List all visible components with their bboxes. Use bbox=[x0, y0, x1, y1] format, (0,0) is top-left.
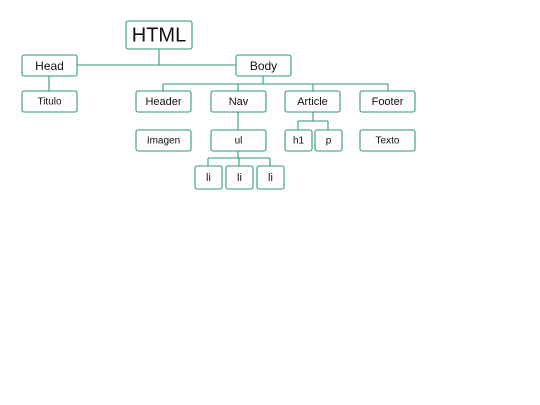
node-box bbox=[125, 20, 193, 50]
node-label: h1 bbox=[293, 136, 305, 147]
node-header: Header bbox=[135, 90, 192, 113]
node-box bbox=[135, 90, 192, 113]
node-label: Article bbox=[297, 96, 328, 108]
node-box bbox=[21, 90, 78, 113]
node-li2: li bbox=[225, 165, 254, 190]
node-box bbox=[284, 129, 313, 152]
node-texto: Texto bbox=[359, 129, 416, 152]
node-box bbox=[359, 90, 416, 113]
node-label: Body bbox=[250, 59, 277, 73]
node-box bbox=[135, 129, 192, 152]
node-label: Imagen bbox=[147, 136, 180, 147]
node-box bbox=[210, 129, 267, 152]
node-box bbox=[235, 54, 292, 77]
node-label: li bbox=[237, 172, 242, 184]
node-box bbox=[256, 165, 285, 190]
node-nav: Nav bbox=[210, 90, 267, 113]
node-label: li bbox=[268, 172, 273, 184]
node-box bbox=[210, 90, 267, 113]
node-label: p bbox=[326, 136, 332, 147]
node-label: Nav bbox=[229, 96, 249, 108]
node-box bbox=[284, 90, 341, 113]
node-p: p bbox=[314, 129, 343, 152]
node-ul: ul bbox=[210, 129, 267, 152]
node-label: Texto bbox=[376, 136, 400, 147]
node-imagen: Imagen bbox=[135, 129, 192, 152]
node-label: Head bbox=[35, 59, 64, 73]
node-html: HTML bbox=[125, 20, 193, 50]
node-box bbox=[359, 129, 416, 152]
node-box bbox=[225, 165, 254, 190]
node-titulo: Titulo bbox=[21, 90, 78, 113]
node-li1: li bbox=[194, 165, 223, 190]
node-body: Body bbox=[235, 54, 292, 77]
node-h1: h1 bbox=[284, 129, 313, 152]
node-head: Head bbox=[21, 54, 78, 77]
node-box bbox=[314, 129, 343, 152]
node-li3: li bbox=[256, 165, 285, 190]
node-box bbox=[194, 165, 223, 190]
node-box bbox=[21, 54, 78, 77]
node-label: Footer bbox=[372, 96, 404, 108]
node-label: ul bbox=[235, 136, 243, 147]
connector-lines bbox=[48, 49, 389, 166]
node-label: li bbox=[206, 172, 211, 184]
node-label: Header bbox=[145, 96, 181, 108]
node-label: HTML bbox=[132, 25, 186, 47]
node-label: Titulo bbox=[37, 97, 62, 108]
node-article: Article bbox=[284, 90, 341, 113]
node-footer: Footer bbox=[359, 90, 416, 113]
